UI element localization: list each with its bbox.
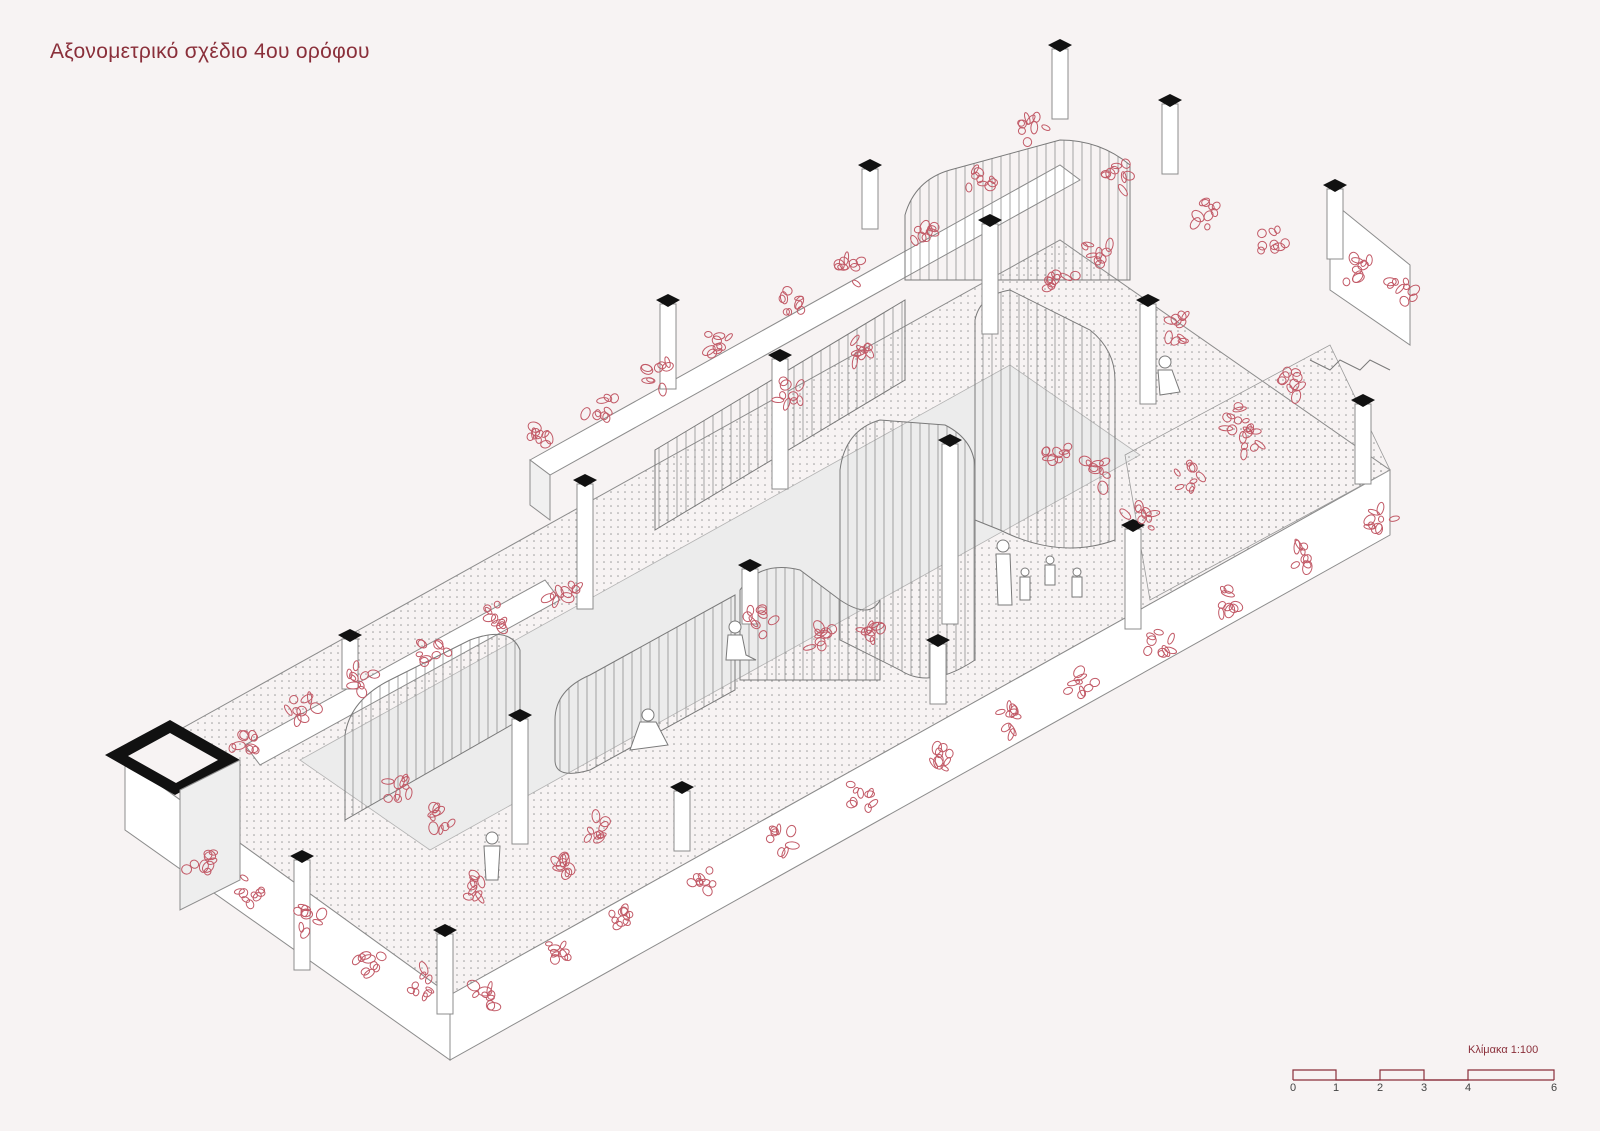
foliage-cluster <box>346 660 381 699</box>
foliage-cluster <box>583 809 611 844</box>
foliage-cluster <box>415 638 453 667</box>
scale-bar <box>1292 1069 1555 1081</box>
foliage-cluster <box>482 600 509 635</box>
foliage-cluster <box>1143 628 1177 658</box>
foliage-cluster <box>702 331 733 359</box>
foliage-cluster <box>228 729 260 755</box>
foliage-cluster <box>995 700 1022 741</box>
foliage-cluster <box>1119 500 1161 531</box>
foliage-cluster <box>466 979 502 1012</box>
column-post <box>938 434 962 625</box>
pavilion-rear <box>904 139 1131 281</box>
column-post <box>1351 394 1375 485</box>
foliage-cluster <box>1163 310 1190 346</box>
column-post <box>656 294 680 390</box>
foliage-cluster <box>1100 158 1135 197</box>
foliage-cluster <box>351 951 387 979</box>
people-figures <box>483 355 1181 881</box>
column-post <box>978 214 1002 335</box>
foliage-cluster <box>181 849 219 876</box>
drawing-title: Αξονομετρικό σχέδιο 4ου ορόφου <box>50 40 370 63</box>
foliage-cluster <box>580 393 620 423</box>
right-stair <box>1309 198 1411 371</box>
foliage-cluster <box>283 691 323 728</box>
person-adult-child <box>995 539 1031 606</box>
scale-tick: 4 <box>1464 1082 1472 1094</box>
column-post <box>1158 94 1182 175</box>
foliage-cluster <box>1290 538 1313 576</box>
foliage-cluster <box>1063 665 1101 700</box>
foliage-cluster <box>1363 501 1400 535</box>
scale-tick: 6 <box>1550 1082 1558 1094</box>
pavilion-gym <box>344 633 521 821</box>
person-gym <box>483 831 501 881</box>
foliage-cluster <box>406 961 435 1002</box>
foliage-cluster <box>550 851 576 880</box>
foliage-cluster <box>771 376 805 411</box>
column-post <box>508 709 532 845</box>
foliage-cluster <box>545 940 572 965</box>
foliage-cluster <box>850 334 875 370</box>
pavilion-ladder <box>839 419 976 679</box>
foliage-cluster <box>1218 402 1255 436</box>
foliage-cluster <box>778 285 806 316</box>
foliage-cluster <box>855 620 886 645</box>
foliage-cluster <box>381 773 413 803</box>
foliage-cluster <box>427 801 456 836</box>
foliage-cluster <box>910 219 940 246</box>
foliage-cluster <box>540 580 584 609</box>
scale-tick: 3 <box>1420 1082 1428 1094</box>
foliage-cluster <box>1383 277 1421 307</box>
column-post <box>670 781 694 852</box>
scale-caption: Κλίμακα 1:100 <box>1468 1044 1539 1056</box>
column-post <box>1121 519 1145 630</box>
column-post <box>433 924 457 1015</box>
foliage-cluster <box>833 251 867 288</box>
foliage-cluster <box>845 780 879 813</box>
foliage-cluster <box>608 903 634 931</box>
foliage-cluster <box>765 823 800 859</box>
person-reclining <box>629 708 669 751</box>
column-post <box>768 349 792 490</box>
column-post <box>926 634 950 705</box>
scale-tick: 0 <box>1289 1082 1297 1094</box>
foliage-cluster <box>1217 584 1244 620</box>
foliage-cluster <box>293 903 328 939</box>
column-posts <box>290 39 1375 1015</box>
foliage-cluster <box>742 604 780 640</box>
column-post <box>858 159 882 230</box>
foliage-cluster <box>462 869 486 904</box>
foliage-cluster <box>526 421 554 449</box>
stair-core <box>105 720 242 911</box>
person-seated-bench <box>725 620 757 661</box>
right-courtyard <box>1124 344 1391 601</box>
foliage-cluster <box>1257 225 1290 255</box>
foliage-cluster <box>1276 366 1306 404</box>
foliage-cluster <box>1173 459 1206 494</box>
foliage-cluster <box>1041 269 1081 293</box>
foliage-cluster <box>1017 111 1051 147</box>
foliage-cluster <box>929 740 954 772</box>
column-post <box>1323 179 1347 260</box>
foliage-cluster <box>965 164 999 193</box>
foliage-cluster <box>1078 455 1111 495</box>
foliage-cluster <box>233 874 266 910</box>
person-seated-deck <box>1157 355 1181 396</box>
foliage-cluster <box>686 866 717 897</box>
foliage-cluster <box>1081 237 1114 269</box>
foliage-cluster <box>1041 442 1073 467</box>
children-playing <box>1044 555 1083 598</box>
foliage-cluster <box>1189 197 1221 231</box>
scale-tick: 2 <box>1376 1082 1384 1094</box>
foliage-cluster <box>640 356 674 397</box>
foliage-cluster <box>803 620 838 652</box>
column-post <box>573 474 597 610</box>
foliage-cluster <box>1342 251 1373 287</box>
column-post <box>1048 39 1072 120</box>
planting-foliage <box>181 111 1421 1012</box>
scale-tick: 1 <box>1332 1082 1340 1094</box>
column-post <box>1136 294 1160 405</box>
